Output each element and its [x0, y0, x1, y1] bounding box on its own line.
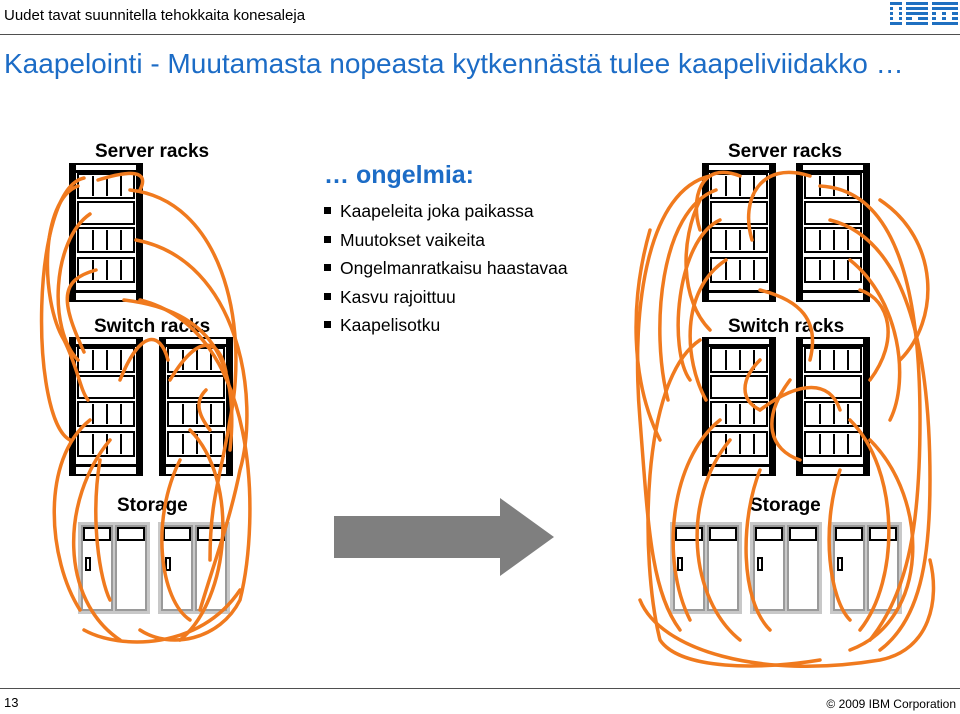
right-server-racks-label: Server racks — [728, 141, 843, 162]
problem-item: Kaapeleita joka paikassa — [322, 197, 568, 226]
footer-rule — [0, 688, 960, 689]
bullet-icon — [324, 235, 331, 243]
right-storage-unit-3 — [829, 521, 903, 615]
header-rule — [0, 34, 960, 35]
left-server-racks-label: Server racks — [95, 141, 210, 162]
bullet-icon — [324, 321, 331, 328]
copyright: © 2009 IBM Corporation — [826, 697, 956, 711]
cabling-diagram — [39, 163, 936, 668]
transition-arrow — [334, 498, 554, 576]
right-storage-label: Storage — [750, 495, 821, 516]
problem-item: Ongelmanratkaisu haastavaa — [322, 254, 568, 283]
problem-item: Kaapelisotku — [322, 311, 568, 340]
page-number: 13 — [4, 695, 19, 710]
slide-title: Kaapelointi - Muutamasta nopeasta kytken… — [4, 48, 904, 79]
problem-item: Muutokset vaikeita — [322, 226, 568, 255]
right-switch-racks-label: Switch racks — [728, 316, 845, 337]
right-server-rack-1 — [702, 163, 776, 302]
right-cables — [634, 170, 936, 668]
header-text: Uudet tavat suunnitella tehokkaita kones… — [4, 7, 306, 24]
ibm-logo — [890, 2, 958, 28]
left-storage-unit-1 — [77, 521, 151, 615]
bullet-icon — [324, 264, 331, 271]
left-cables — [39, 171, 252, 644]
bullet-icon — [324, 207, 331, 214]
problems-list: Kaapeleita joka paikassa Muutokset vaike… — [322, 197, 568, 340]
right-storage-unit-2 — [749, 521, 823, 615]
right-switch-rack-2 — [796, 337, 870, 476]
problems-heading: … ongelmia: — [324, 161, 475, 189]
problem-item: Kasvu rajoittuu — [322, 283, 568, 312]
left-server-rack — [69, 163, 143, 302]
bullet-icon — [324, 292, 331, 300]
left-storage-label: Storage — [117, 495, 188, 516]
